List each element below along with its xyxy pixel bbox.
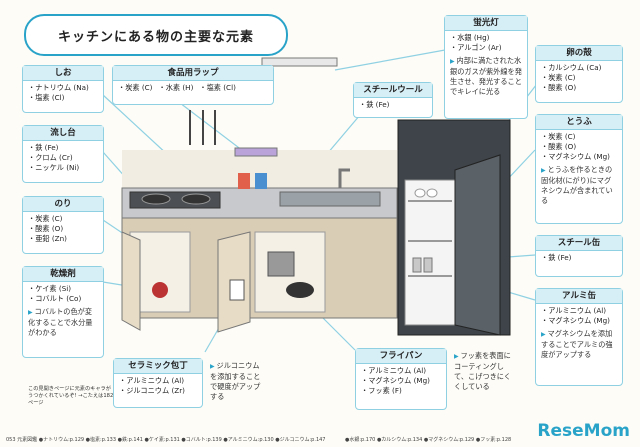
label-wrap: 食品用ラップ 炭素 (C) 水素 (H) 塩素 (Cl) xyxy=(112,65,274,105)
label-item: 亜鉛 (Zn) xyxy=(28,234,98,244)
label-item: アルミニウム (Al) xyxy=(541,306,617,316)
label-shio-head: しお xyxy=(23,66,103,81)
label-item: マグネシウム (Mg) xyxy=(541,152,617,162)
label-knife-head: セラミック包丁 xyxy=(114,359,202,374)
label-shio: しお ナトリウム (Na)塩素 (Cl) xyxy=(22,65,104,113)
label-item: フッ素 (F) xyxy=(361,386,441,396)
label-tofu-head: とうふ xyxy=(536,115,622,130)
label-item: 酸素 (O) xyxy=(28,224,98,234)
brand-logo: ReseMom xyxy=(537,421,630,441)
label-sink: 流し台 鉄 (Fe)クロム (Cr)ニッケル (Ni) xyxy=(22,125,104,183)
label-egg-head: 卵の殻 xyxy=(536,46,622,61)
label-item: 塩素 (Cl) xyxy=(199,83,236,93)
label-knife: セラミック包丁 アルミニウム (Al)ジルコニウム (Zr) xyxy=(113,358,203,408)
label-item: 鉄 (Fe) xyxy=(359,100,427,110)
label-item: マグネシウム (Mg) xyxy=(541,316,617,326)
label-wool: スチールウール 鉄 (Fe) xyxy=(353,82,433,118)
label-pan-note: フッ素を表面にコーティングして、こげつきにくくしている xyxy=(449,350,521,395)
label-knife-note: ジルコニウムを添加することで硬度がアップする xyxy=(205,360,267,405)
label-item: マグネシウム (Mg) xyxy=(361,376,441,386)
label-item: 酸素 (O) xyxy=(541,83,617,93)
label-lamp-note: 内部に満たされた水銀のガスが紫外線を発生させ、発光することでキレイに光る xyxy=(445,55,527,100)
label-alcan-head: アルミ缶 xyxy=(536,289,622,304)
label-item: アルゴン (Ar) xyxy=(450,43,522,53)
label-item: アルミニウム (Al) xyxy=(119,376,197,386)
label-item: ケイ素 (Si) xyxy=(28,284,98,294)
label-item: 水素 (H) xyxy=(159,83,194,93)
label-item: クロム (Cr) xyxy=(28,153,98,163)
label-can: スチール缶 鉄 (Fe) xyxy=(535,235,623,277)
label-can-head: スチール缶 xyxy=(536,236,622,251)
label-item: 鉄 (Fe) xyxy=(28,143,98,153)
label-nori: のり 炭素 (C)酸素 (O)亜鉛 (Zn) xyxy=(22,196,104,254)
page-title: キッチンにある物の主要な元素 xyxy=(24,14,288,56)
label-item: ニッケル (Ni) xyxy=(28,163,98,173)
label-item: 炭素 (C) xyxy=(541,73,617,83)
label-wool-head: スチールウール xyxy=(354,83,432,98)
label-item: 酸素 (O) xyxy=(541,142,617,152)
label-pan: フライパン アルミニウム (Al)マグネシウム (Mg)フッ素 (F) xyxy=(355,348,447,410)
label-pan-note-box: フッ素を表面にコーティングして、こげつきにくくしている xyxy=(449,350,521,396)
footer-left: 053 元素図鑑 ●ナトリウム:p.129 ●塩素:p.133 ●鉄:p.141… xyxy=(6,437,326,443)
label-knife-note-box: ジルコニウムを添加することで硬度がアップする xyxy=(205,360,267,406)
label-tofu: とうふ 炭素 (C)酸素 (O)マグネシウム (Mg) とうふを作るときの固化材… xyxy=(535,114,623,224)
label-sink-head: 流し台 xyxy=(23,126,103,141)
label-alcan: アルミ缶 アルミニウム (Al)マグネシウム (Mg) マグネシウムを添加するこ… xyxy=(535,288,623,386)
label-alcan-note: マグネシウムを添加することでアルミの強度がアップする xyxy=(536,328,622,363)
label-nori-head: のり xyxy=(23,197,103,212)
label-pan-head: フライパン xyxy=(356,349,446,364)
label-wrap-head: 食品用ラップ xyxy=(113,66,273,81)
label-item: ナトリウム (Na) xyxy=(28,83,98,93)
label-egg: 卵の殻 カルシウム (Ca)炭素 (C)酸素 (O) xyxy=(535,45,623,103)
label-item: 鉄 (Fe) xyxy=(541,253,617,263)
hidden-character-note: この見開きページに元素のキャラがうつかくれているぞ! →こたえは182ページ xyxy=(28,386,114,406)
label-item: アルミニウム (Al) xyxy=(361,366,441,376)
label-dry: 乾燥剤 ケイ素 (Si)コバルト (Co) コバルトの色が変化することで水分量が… xyxy=(22,266,104,358)
label-item: 塩素 (Cl) xyxy=(28,93,98,103)
label-item: 炭素 (C) xyxy=(541,132,617,142)
label-item: ジルコニウム (Zr) xyxy=(119,386,197,396)
label-tofu-note: とうふを作るときの固化材(にがり)にマグネシウムが含まれている xyxy=(536,164,622,209)
label-item: 水銀 (Hg) xyxy=(450,33,522,43)
label-item: 炭素 (C) xyxy=(118,83,152,93)
label-lamp-head: 蛍光灯 xyxy=(445,16,527,31)
label-dry-head: 乾燥剤 xyxy=(23,267,103,282)
footer-right: ●水銀:p.170 ●カルシウム:p.134 ●マグネシウム:p.129 ●フッ… xyxy=(345,437,512,443)
label-item: コバルト (Co) xyxy=(28,294,98,304)
label-item: 炭素 (C) xyxy=(28,214,98,224)
label-dry-note: コバルトの色が変化することで水分量がわかる xyxy=(23,306,103,341)
label-item: カルシウム (Ca) xyxy=(541,63,617,73)
label-lamp: 蛍光灯 水銀 (Hg)アルゴン (Ar) 内部に満たされた水銀のガスが紫外線を発… xyxy=(444,15,528,119)
